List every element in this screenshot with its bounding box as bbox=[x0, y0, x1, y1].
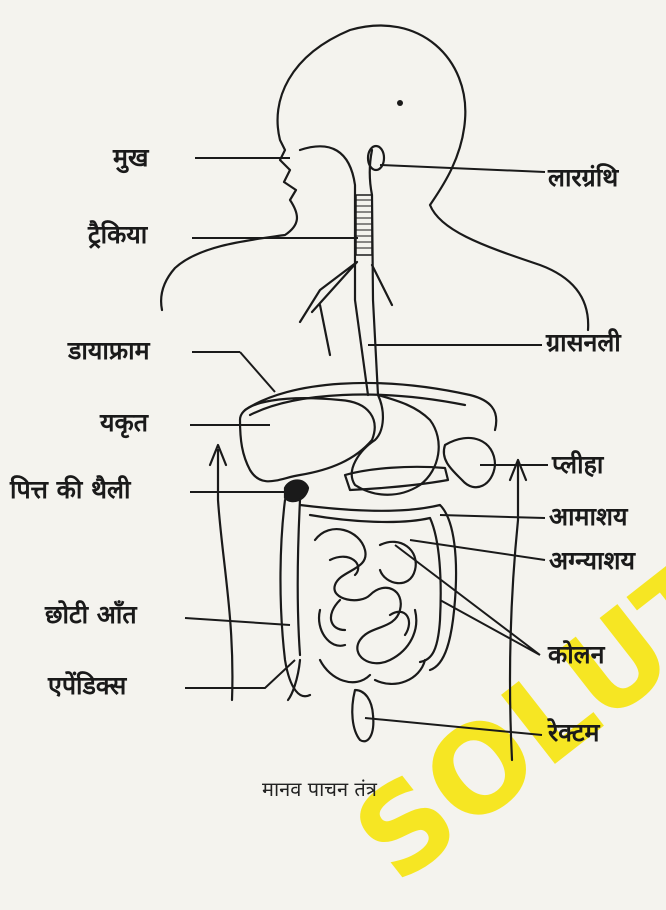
bronchi bbox=[300, 262, 392, 355]
label-trachea: ट्रैकिया bbox=[88, 222, 147, 247]
gallbladder-shape bbox=[285, 481, 308, 502]
esophagus-outline bbox=[300, 146, 378, 395]
trachea-rings bbox=[356, 195, 372, 255]
label-liver: यकृत bbox=[100, 410, 148, 435]
colon-shape bbox=[280, 500, 456, 696]
rectum-shape bbox=[352, 690, 373, 741]
leader-stomach bbox=[440, 515, 545, 518]
body-right-side bbox=[510, 460, 526, 760]
label-salivary-gland: लारग्रंथि bbox=[548, 165, 618, 190]
label-colon: कोलन bbox=[548, 642, 605, 667]
leader-small-intestine bbox=[185, 618, 290, 625]
label-gallbladder: पित्त की थैली bbox=[10, 477, 130, 502]
diagram-page: SOLUTION bbox=[0, 0, 666, 816]
label-appendix: एपेंडिक्स bbox=[48, 673, 126, 698]
leader-appendix bbox=[185, 660, 295, 688]
small-intestine-shape bbox=[315, 529, 425, 684]
leader-rectum bbox=[365, 718, 542, 735]
body-left-side bbox=[210, 445, 232, 700]
label-stomach: आमाशय bbox=[549, 504, 627, 529]
label-pancreas: अग्न्याशय bbox=[549, 548, 635, 573]
diagram-caption: मानव पाचन तंत्र bbox=[262, 775, 377, 802]
label-mouth: मुख bbox=[113, 145, 148, 170]
diaphragm-shape bbox=[245, 383, 496, 430]
spleen-shape bbox=[444, 438, 495, 487]
head-outline bbox=[161, 26, 588, 330]
leader-salivary bbox=[380, 165, 545, 172]
leader-pancreas bbox=[410, 540, 545, 560]
stomach-shape bbox=[352, 395, 439, 495]
label-rectum: रेक्टम bbox=[548, 720, 599, 745]
dot-head bbox=[397, 100, 403, 106]
label-esophagus: ग्रासनली bbox=[546, 330, 621, 355]
label-small-intestine: छोटी आँत bbox=[45, 602, 137, 627]
label-diaphragm: डायाफ्राम bbox=[68, 338, 150, 363]
label-spleen: प्लीहा bbox=[552, 452, 603, 477]
leader-colon bbox=[395, 545, 540, 655]
